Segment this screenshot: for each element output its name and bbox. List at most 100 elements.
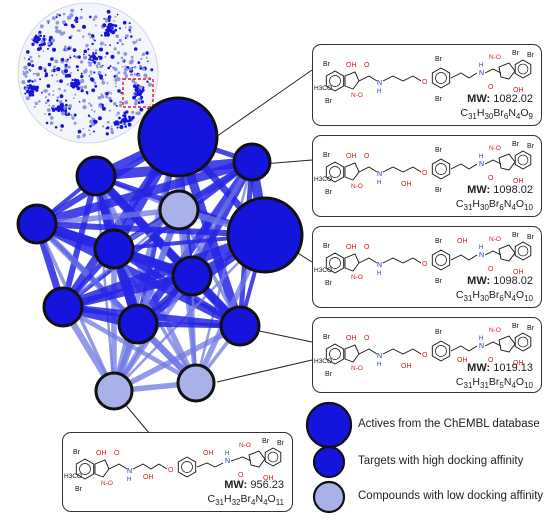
overview-node xyxy=(82,133,86,137)
overview-node xyxy=(47,22,50,24)
overview-node xyxy=(122,114,125,117)
overview-node xyxy=(44,72,48,76)
overview-node xyxy=(24,70,29,75)
atom-label: Br xyxy=(325,371,333,378)
overview-node xyxy=(22,72,26,76)
overview-node xyxy=(109,44,111,47)
overview-node xyxy=(71,79,74,82)
overview-node xyxy=(47,41,51,46)
atom-label: OH xyxy=(346,244,357,251)
overview-node xyxy=(54,59,59,64)
overview-node xyxy=(80,85,84,90)
overview-node xyxy=(114,24,118,28)
overview-node xyxy=(34,35,38,39)
overview-node xyxy=(90,116,92,119)
bond xyxy=(412,166,422,173)
atom-label: O xyxy=(488,357,494,364)
overview-node xyxy=(63,89,67,92)
overview-node xyxy=(141,67,146,71)
overview-node xyxy=(55,29,59,33)
benzene-ring xyxy=(514,241,532,261)
overview-node xyxy=(73,113,77,117)
overview-node xyxy=(80,74,84,79)
overview-node xyxy=(99,41,104,46)
isoxazoline-ring xyxy=(344,162,360,181)
overview-node xyxy=(88,75,91,77)
overview-node xyxy=(105,95,109,99)
overview-node xyxy=(116,42,119,44)
benzene-ring xyxy=(325,252,345,274)
overview-node xyxy=(99,47,103,52)
overview-node xyxy=(44,89,48,93)
overview-node xyxy=(93,130,95,133)
atom-label: H xyxy=(377,271,381,277)
molecular-weight: MW: 956.23 xyxy=(224,479,284,491)
overview-node xyxy=(97,70,102,75)
overview-node xyxy=(74,93,77,96)
overview-node xyxy=(107,15,112,19)
overview-node xyxy=(137,61,141,64)
atom-label: H3CO xyxy=(314,358,332,365)
atom-label: Br xyxy=(75,486,83,493)
bond xyxy=(450,163,478,170)
overview-node xyxy=(27,62,32,67)
overview-node xyxy=(136,39,139,42)
overview-node xyxy=(59,94,64,99)
overview-node xyxy=(34,101,38,106)
overview-node xyxy=(94,84,98,88)
atom-label: Br xyxy=(73,449,81,456)
atom-label: Br xyxy=(435,96,443,103)
overview-node xyxy=(58,14,61,17)
atom-label: Br xyxy=(527,143,535,150)
low-affinity-node xyxy=(94,371,134,411)
overview-node xyxy=(140,100,144,104)
overview-node xyxy=(82,24,86,29)
overview-node xyxy=(115,85,117,88)
network-edge xyxy=(32,157,257,229)
atom-label: N xyxy=(377,80,382,87)
overview-node xyxy=(139,91,142,94)
overview-node xyxy=(104,74,107,76)
overview-node xyxy=(128,115,131,119)
atom-label: Br xyxy=(323,61,331,68)
low-affinity-node xyxy=(176,363,216,403)
overview-node xyxy=(53,65,56,69)
overview-node xyxy=(28,88,31,91)
isoxazoline-ring xyxy=(498,244,516,262)
overview-node xyxy=(88,102,91,105)
overview-node xyxy=(55,74,58,76)
overview-node xyxy=(55,21,60,25)
overview-node xyxy=(76,134,81,139)
overview-node xyxy=(113,102,117,106)
overview-node xyxy=(130,55,134,59)
atom-label: N-O xyxy=(489,236,501,243)
overview-node xyxy=(90,57,94,60)
overview-node xyxy=(94,52,97,55)
overview-node xyxy=(123,71,127,75)
overview-node xyxy=(26,84,29,87)
active-node xyxy=(117,303,159,345)
overview-node xyxy=(116,61,120,65)
overview-node xyxy=(110,125,113,128)
overview-node xyxy=(64,69,68,73)
overview-node xyxy=(110,54,115,59)
overview-node xyxy=(36,47,41,51)
atom-label: Br xyxy=(512,50,520,57)
atom-label: OH xyxy=(401,363,412,370)
aromatic-ring-marker xyxy=(329,166,341,178)
overview-node xyxy=(110,28,113,31)
molecular-formula: C31H32Br4N4O11 xyxy=(207,493,284,508)
overview-node xyxy=(77,86,80,89)
overview-node xyxy=(97,116,102,121)
overview-node xyxy=(113,20,115,22)
overview-node xyxy=(31,42,35,46)
overview-node xyxy=(114,28,118,32)
bond xyxy=(484,68,502,74)
overview-node xyxy=(108,22,112,27)
overview-node xyxy=(33,79,37,83)
overview-node xyxy=(117,89,121,93)
overview-node xyxy=(38,66,43,70)
